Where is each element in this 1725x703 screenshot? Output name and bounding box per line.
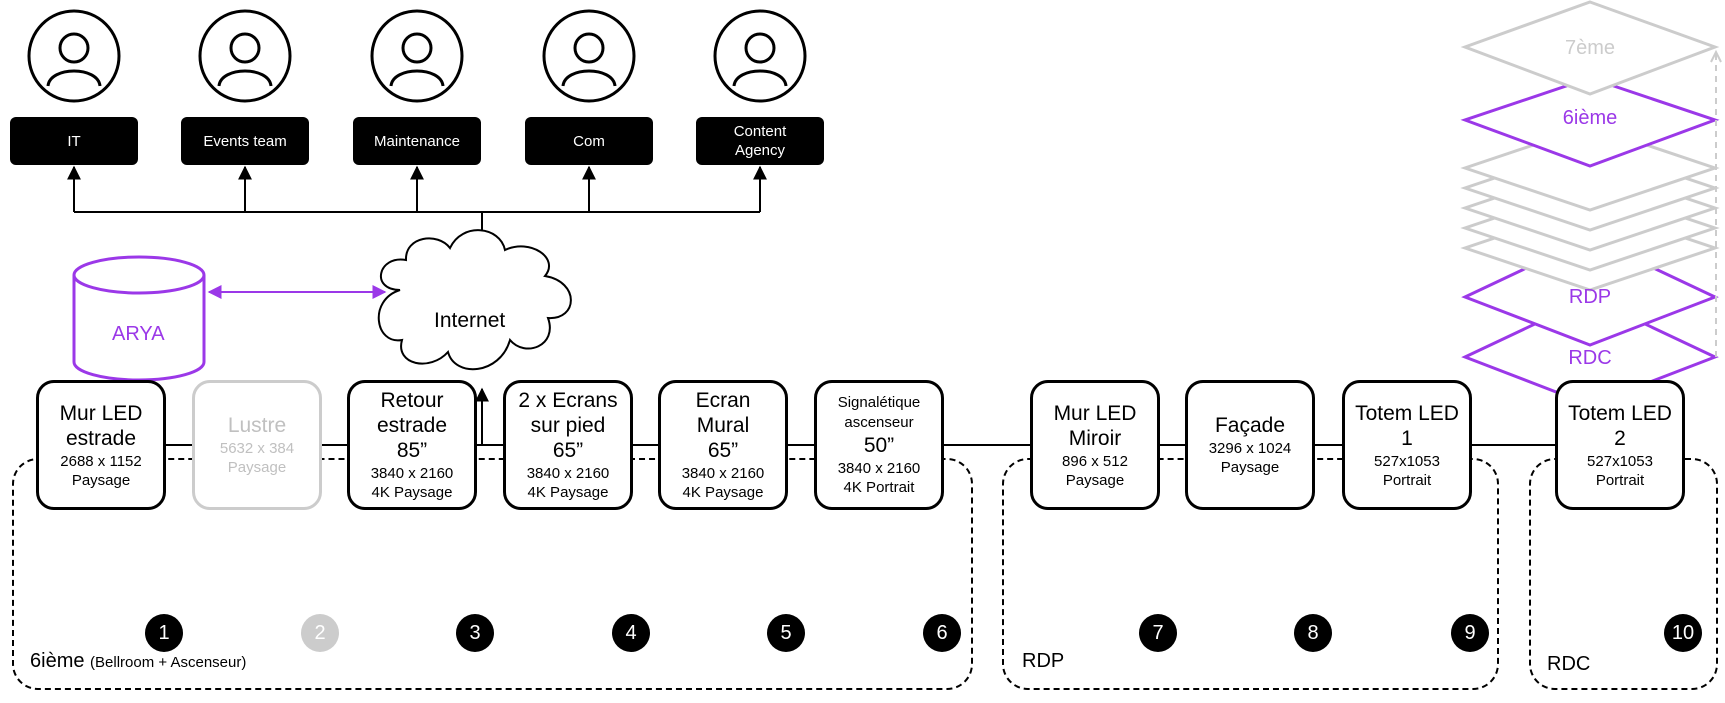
device-card: Totem LED 1 527x1053 Portrait [1342,380,1472,510]
user-icon [27,9,121,103]
floor-7-label: 7ème [1564,37,1616,59]
group-rdp-label: RDP [1022,650,1065,672]
team-com: Com [525,117,653,165]
device-card: Lustre 5632 x 384 Paysage [192,380,322,510]
device-card: Totem LED 2 527x1053 Portrait [1555,380,1685,510]
group-6ieme-label: 6ième (Bellroom + Ascenseur) [30,650,247,672]
user-icon [542,9,636,103]
floor-rdp-label: RDP [1568,286,1612,308]
team-maintenance: Maintenance [353,117,481,165]
team-connectors [67,165,767,266]
database-label: ARYA [112,323,165,345]
device-number-badge: 8 [1294,614,1332,652]
user-icon [713,9,807,103]
floor-7-plate [1460,0,1720,96]
database-icon [72,255,206,382]
user-icon [198,9,292,103]
user-icon [370,9,464,103]
device-number-badge: 9 [1451,614,1489,652]
device-number-badge: 1 [145,614,183,652]
device-card: Ecran Mural 65” 3840 x 2160 4K Paysage [658,380,788,510]
device-number-badge: 5 [767,614,805,652]
device-card: Mur LED estrade 2688 x 1152 Paysage [36,380,166,510]
device-card: Retour estrade 85” 3840 x 2160 4K Paysag… [347,380,477,510]
internet-label: Internet [434,309,506,332]
cloud-icon [377,229,572,371]
device-card: Signalétique ascenseur 50” 3840 x 2160 4… [814,380,944,510]
floor-rdc-label: RDC [1568,347,1612,369]
floor-6-label: 6ième [1562,107,1618,129]
device-number-badge: 6 [923,614,961,652]
device-number-badge: 4 [612,614,650,652]
device-number-badge: 10 [1664,614,1702,652]
device-number-badge: 7 [1139,614,1177,652]
device-card: Mur LED Miroir 896 x 512 Paysage [1030,380,1160,510]
device-number-badge: 3 [456,614,494,652]
device-number-badge: 2 [301,614,339,652]
group-rdc-label: RDC [1547,653,1591,675]
floor-6-plate [1460,76,1720,168]
device-card: Façade 3296 x 1024 Paysage [1185,380,1315,510]
device-card: 2 x Ecrans sur pied 65” 3840 x 2160 4K P… [503,380,633,510]
group-6ieme [12,458,973,690]
team-content-agency: Content Agency [696,117,824,165]
building-floors [1460,0,1722,407]
team-events: Events team [181,117,309,165]
team-it: IT [10,117,138,165]
